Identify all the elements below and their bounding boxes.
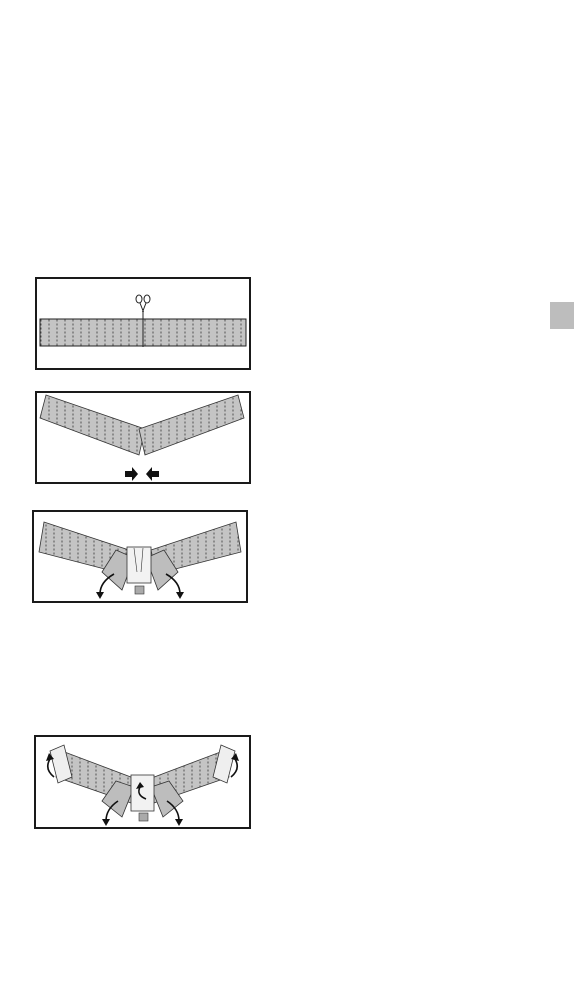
section-tab-marker	[550, 302, 574, 329]
cut-strip-illustration	[37, 279, 249, 368]
center-piece	[131, 775, 154, 811]
fold-center-illustration	[34, 512, 246, 601]
push-together-arrows-icon	[125, 467, 159, 481]
figure-join-v	[35, 391, 251, 484]
scissors-icon	[136, 295, 150, 312]
center-tab	[135, 586, 144, 594]
center-piece	[127, 547, 151, 583]
figure-fold-center	[32, 510, 248, 603]
fold-ends-illustration	[36, 737, 249, 827]
left-strip	[40, 395, 145, 455]
figure-cut-strip	[35, 277, 251, 370]
join-v-illustration	[37, 393, 249, 482]
figure-fold-ends	[34, 735, 251, 829]
center-tab	[139, 813, 148, 821]
right-strip	[139, 395, 244, 455]
